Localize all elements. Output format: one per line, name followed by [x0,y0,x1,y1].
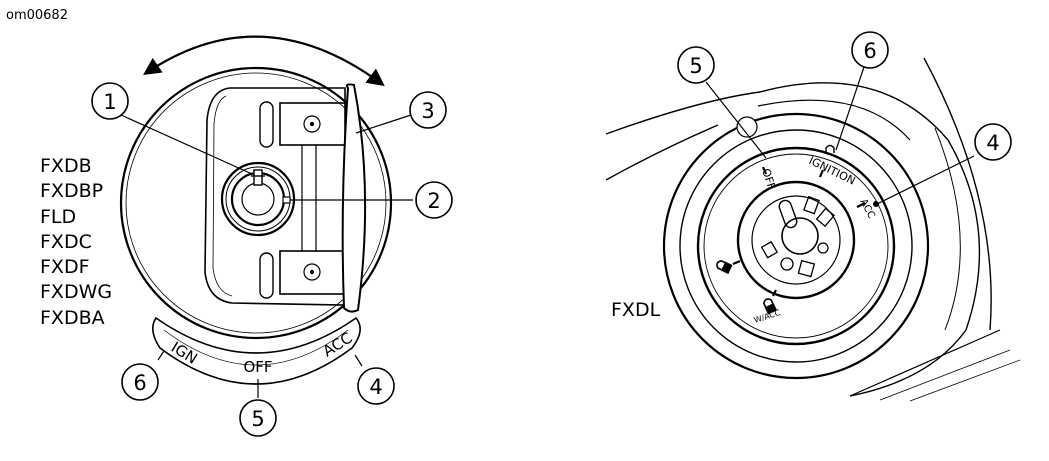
callout-number: 5 [251,407,264,431]
left-switch [91,35,453,437]
left-model-list: FXDB FXDBP FLD FXDC FXDF FXDWG FXDBA [40,154,112,331]
model-item: FXDWG [40,281,113,304]
model-item: FXDBA [40,306,105,329]
position-label-off: OFF [243,358,272,376]
position-band [152,316,361,385]
callout-number: 4 [986,131,999,155]
lock-icon [716,259,733,275]
callout-number: 6 [133,371,146,395]
model-item: FXDC [40,230,92,253]
lock-icon [762,298,778,315]
switch-housing [119,66,393,340]
key-rotor [736,180,856,300]
callout-number: 2 [427,189,440,213]
ignition-icon [825,144,835,153]
lock-plate [204,87,346,306]
model-item: FLD [40,205,77,228]
right-model-label: FXDL [611,299,661,321]
position-label-off: OFF [759,167,778,191]
model-item: FXDBP [40,180,104,203]
model-item: FXDB [40,155,92,177]
switch-cover [341,83,367,313]
acc-indicator-dot [873,201,879,207]
slot [259,101,274,148]
callout-number: 5 [689,54,702,78]
callout-number: 3 [421,99,434,123]
model-item: FXDF [40,256,90,279]
rotation-arrow [143,35,385,87]
slot [259,252,274,299]
callout-number: 6 [863,39,876,63]
figure-id: om00682 [6,8,68,23]
callout-number: 4 [369,375,382,399]
callout-number: 1 [103,90,116,114]
right-switch [605,31,1021,402]
